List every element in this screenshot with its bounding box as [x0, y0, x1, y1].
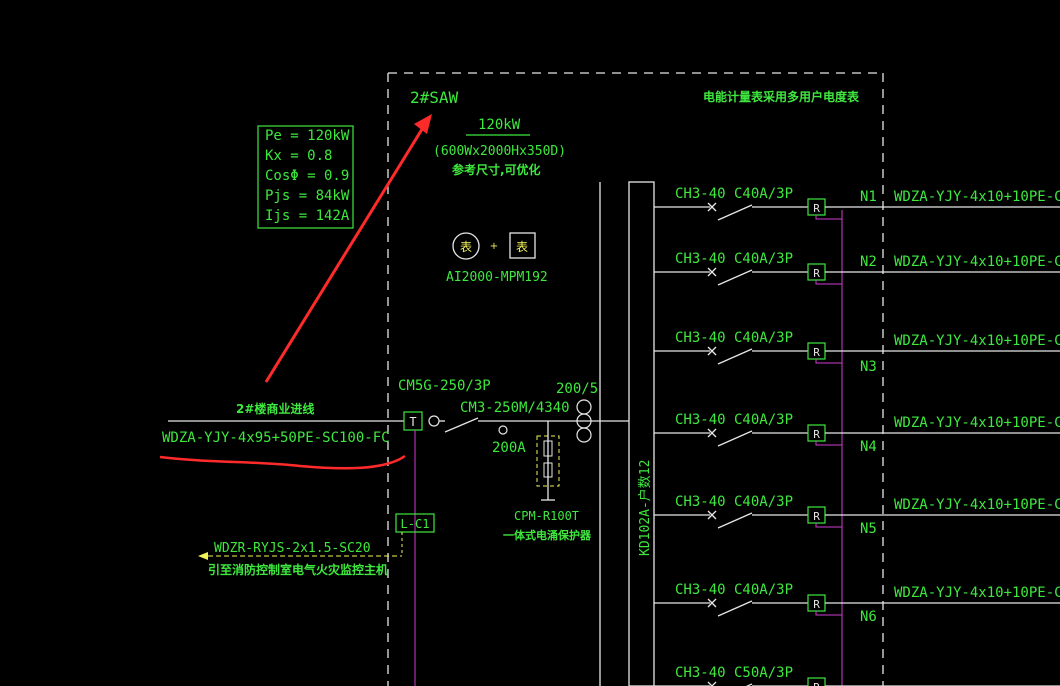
panel-outline — [387, 72, 884, 686]
relay-label: R — [813, 681, 820, 686]
fire-arrow-icon — [198, 552, 208, 560]
ct-icon — [576, 399, 592, 443]
fire-module-box — [395, 513, 435, 533]
circuit-id: N4 — [860, 439, 877, 455]
breaker-switch-icon — [717, 430, 753, 447]
circuit-breaker-label: CH3-40 C40A/3P — [675, 186, 793, 202]
meter-square-label: 表 — [516, 240, 528, 254]
relay-label: R — [813, 428, 820, 441]
protector-note: 一体式电涌保护器 — [503, 528, 592, 542]
circuit-id: N5 — [860, 521, 877, 537]
breaker-switch-icon — [717, 600, 753, 617]
main-breaker-contact-icon — [428, 415, 440, 427]
relay-label: R — [813, 598, 820, 611]
circuit-cable: WDZA-YJY-4x10+10PE-CT — [894, 497, 1060, 513]
relay-label: R — [813, 346, 820, 359]
load-calc-line: Pjs = 84kW — [265, 188, 350, 204]
breaker-switch-icon — [717, 512, 753, 529]
busbar — [628, 181, 655, 686]
terminal-label: T — [409, 415, 416, 429]
fire-module: L-C1 — [401, 517, 430, 531]
main-breaker: CM5G-250/3P — [398, 378, 491, 394]
circuit-cable: WDZA-YJY-4x10+10PE-CT — [894, 254, 1060, 270]
breaker-2: CM3-250M/4340 — [460, 400, 570, 416]
breaker-switch-icon — [717, 269, 753, 286]
relay-label: R — [813, 510, 820, 523]
ct-ratio: 200/5 — [556, 381, 598, 397]
circuit-breaker-label: CH3-40 C40A/3P — [675, 582, 793, 598]
circuit-id: N6 — [860, 609, 877, 625]
breaker-rating: 200A — [492, 440, 526, 456]
circuit-row: R CH3-40 C40A/3P N3 WDZA-YJY-4x10+10PE-CT — [654, 330, 1060, 375]
breaker-2-contact-icon — [498, 425, 508, 435]
red-annotation — [159, 114, 432, 470]
meter-note: 电能计量表采用多用户电度表 — [703, 89, 860, 104]
circuit-breaker-label: CH3-40 C40A/3P — [675, 330, 793, 346]
load-calc-box — [257, 125, 354, 229]
circuit-cable: WDZA-YJY-4x10+10PE-CT — [894, 189, 1060, 205]
busbar-label: KD102A-户数12 — [637, 460, 653, 556]
protector-model: CPM-R100T — [514, 509, 579, 523]
circuit-breaker-label: CH3-40 C40A/3P — [675, 251, 793, 267]
load-calc-line: Pe = 120kW — [265, 128, 350, 144]
meter-plus-icon: + — [490, 241, 498, 252]
red-underline-mark — [159, 454, 406, 470]
circuit-id: N1 — [860, 189, 877, 205]
circuit-cable: WDZA-YJY-4x10+10PE-CT — [894, 585, 1060, 601]
relay-label: R — [813, 202, 820, 215]
circuit-row: R CH3-40 C40A/3P N1 WDZA-YJY-4x10+10PE-CT — [654, 186, 1060, 221]
meter-square-icon — [509, 232, 536, 259]
meter-model: AI2000-MPM192 — [446, 270, 548, 285]
load-calc-line: CosΦ = 0.9 — [265, 168, 349, 184]
panel-size: (600Wx2000Hx350D) — [433, 144, 566, 159]
incoming-title: 2#楼商业进线 — [236, 401, 314, 416]
red-arrow-line — [264, 125, 426, 383]
breaker-switch-icon — [717, 348, 753, 365]
circuit-row: R CH3-40 C40A/3P N6 WDZA-YJY-4x10+10PE-CT — [654, 582, 1060, 625]
breaker-switch-icon — [717, 204, 753, 221]
terminal-box — [403, 411, 423, 431]
panel-power: 120kW — [478, 117, 521, 133]
meter-round-icon — [452, 232, 480, 260]
circuit-row: R CH3-40 C40A/3P N2 WDZA-YJY-4x10+10PE-CT — [654, 251, 1060, 286]
circuit-row: R CH3-40 C40A/3P N5 WDZA-YJY-4x10+10PE-CT — [654, 494, 1060, 537]
panel-size-note: 参考尺寸,可优化 — [452, 162, 541, 177]
relay-box — [807, 677, 826, 686]
load-calc-line: Ijs = 142A — [265, 208, 350, 224]
circuit-id: N3 — [860, 359, 877, 375]
circuit-breaker-label: CH3-40 C40A/3P — [675, 412, 793, 428]
main-breaker-switch-icon — [444, 417, 479, 433]
incoming-cable: WDZA-YJY-4x95+50PE-SC100-FC — [162, 430, 390, 446]
load-calc-line: Kx = 0.8 — [265, 148, 332, 164]
relay-label: R — [813, 267, 820, 280]
circuit-breaker-label: CH3-40 C40A/3P — [675, 494, 793, 510]
meter-round-label: 表 — [460, 240, 472, 254]
circuit-breaker-label: CH3-40 C50A/3P — [675, 665, 793, 681]
red-arrow-head-icon — [414, 114, 432, 134]
fire-note: 引至消防控制室电气火灾监控主机 — [208, 562, 388, 577]
circuit-id: N2 — [860, 254, 877, 270]
meter-symbol-group: 表 + 表 AI2000-MPM192 — [446, 232, 548, 285]
circuit-cable: WDZA-YJY-4x10+10PE-CT — [894, 415, 1060, 431]
fire-cable: WDZR-RYJS-2x1.5-SC20 — [214, 541, 371, 556]
panel-name: 2#SAW — [410, 88, 459, 107]
circuit-cable: WDZA-YJY-4x10+10PE-CT — [894, 333, 1060, 349]
surge-protector-icon — [536, 421, 560, 501]
circuit-row: R CH3-40 C50A/3P — [654, 665, 1060, 686]
circuit-row: R CH3-40 C40A/3P N4 WDZA-YJY-4x10+10PE-CT — [654, 412, 1060, 455]
